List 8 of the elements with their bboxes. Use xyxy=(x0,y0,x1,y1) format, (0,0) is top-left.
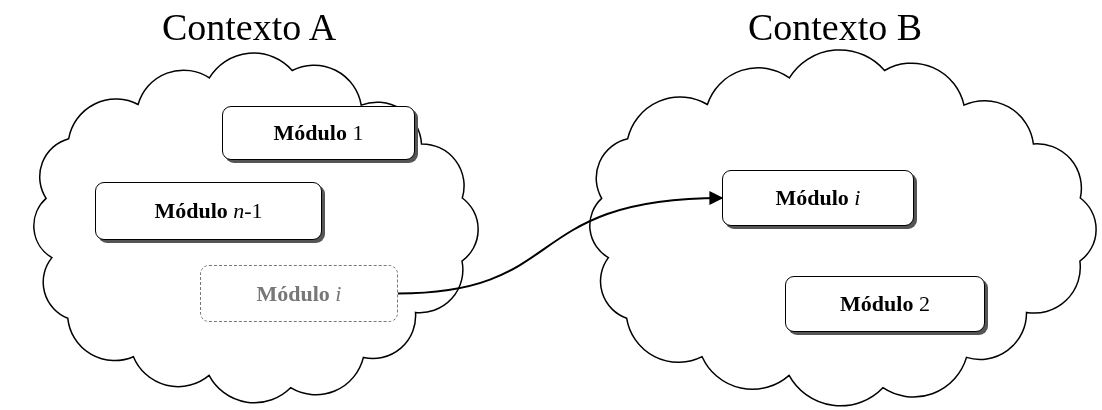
module-box: Módulo n-1 xyxy=(95,182,322,240)
context-title: Contexto B xyxy=(746,5,924,49)
module-box: Módulo i xyxy=(200,265,398,322)
module-box: Módulo 1 xyxy=(222,106,415,160)
arrow xyxy=(397,191,724,295)
module-box: Módulo i xyxy=(722,170,914,226)
context-title: Contexto A xyxy=(160,5,338,49)
module-box: Módulo 2 xyxy=(785,276,985,332)
